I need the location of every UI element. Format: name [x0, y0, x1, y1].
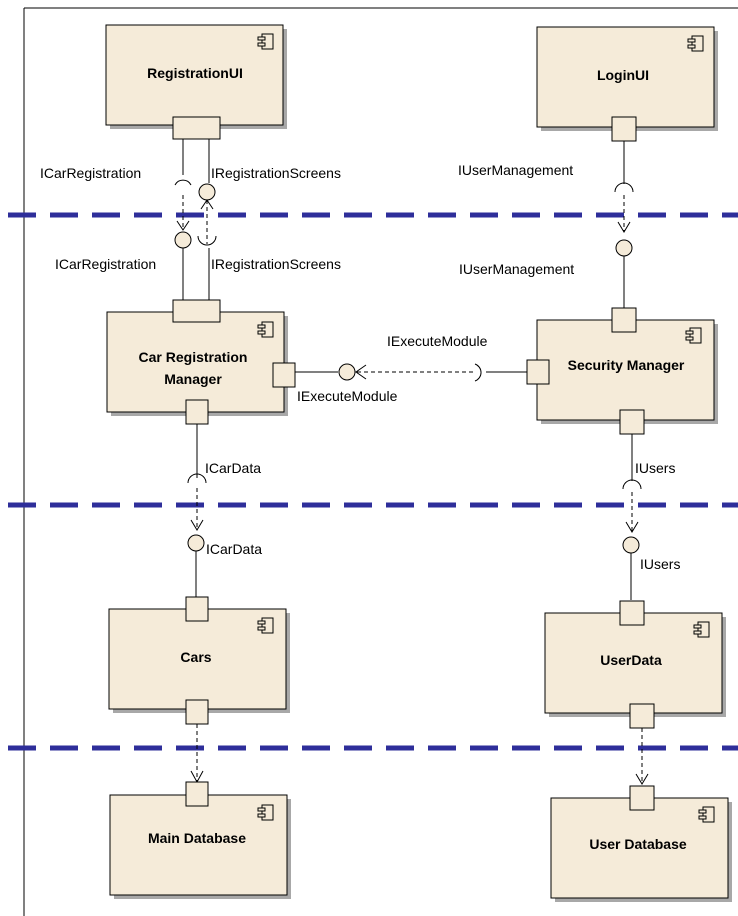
lollipop-icon: [622, 536, 640, 554]
component-user-database[interactable]: User Database: [550, 797, 732, 902]
component-name: Security Manager: [568, 357, 685, 373]
component-user-data[interactable]: UserData: [544, 612, 726, 717]
interface-label: IExecuteModule: [387, 333, 488, 349]
component-name: LoginUI: [597, 67, 649, 83]
component-security-manager[interactable]: Security Manager: [536, 319, 718, 424]
lollipop-icon: [198, 183, 216, 201]
socket-icon: [197, 235, 217, 246]
socket-icon: [174, 179, 192, 186]
interface-label: ICarRegistration: [40, 165, 141, 181]
component-car-registration-manager[interactable]: Car Registration Manager: [106, 311, 288, 416]
component-name: Main Database: [148, 830, 246, 846]
component-main-database[interactable]: Main Database: [109, 794, 291, 899]
interface-label: IUserManagement: [459, 261, 574, 277]
socket-icon: [474, 363, 482, 382]
interface-label: IUsers: [635, 460, 675, 476]
interface-label: IUsers: [640, 556, 680, 572]
lollipop-icon: [338, 363, 356, 381]
interface-label: IRegistrationScreens: [211, 256, 341, 272]
socket-icon: [622, 479, 642, 490]
component-login-ui[interactable]: LoginUI: [536, 26, 718, 131]
port: [185, 699, 209, 725]
lollipop-icon: [187, 534, 205, 552]
port: [611, 116, 637, 142]
component-registration-ui[interactable]: RegistrationUI: [105, 24, 287, 129]
port: [619, 409, 645, 435]
port: [629, 703, 655, 729]
port: [185, 781, 209, 807]
lollipop-icon: [615, 239, 633, 257]
interface-label: ICarData: [206, 541, 262, 557]
interface-label: IRegistrationScreens: [211, 165, 341, 181]
interface-label: ICarData: [205, 460, 261, 476]
component-cars[interactable]: Cars: [108, 608, 290, 713]
port: [172, 116, 221, 140]
interface-label: ICarRegistration: [55, 256, 156, 272]
port: [611, 307, 637, 333]
port: [185, 399, 209, 425]
port: [629, 785, 655, 811]
port: [619, 600, 645, 626]
component-name: Cars: [180, 649, 211, 665]
port: [526, 359, 550, 385]
interface-label: IExecuteModule: [297, 388, 398, 404]
port: [185, 596, 209, 622]
component-name-line-1: Car Registration: [139, 349, 248, 365]
lollipop-icon: [174, 231, 192, 249]
port: [272, 362, 296, 388]
port: [172, 299, 221, 323]
component-name: User Database: [589, 836, 686, 852]
socket-icon: [187, 473, 207, 484]
component-name: RegistrationUI: [147, 65, 243, 81]
component-name-line-2: Manager: [164, 371, 222, 387]
socket-icon: [614, 182, 634, 193]
interface-label: IUserManagement: [458, 162, 573, 178]
component-name: UserData: [600, 652, 662, 668]
